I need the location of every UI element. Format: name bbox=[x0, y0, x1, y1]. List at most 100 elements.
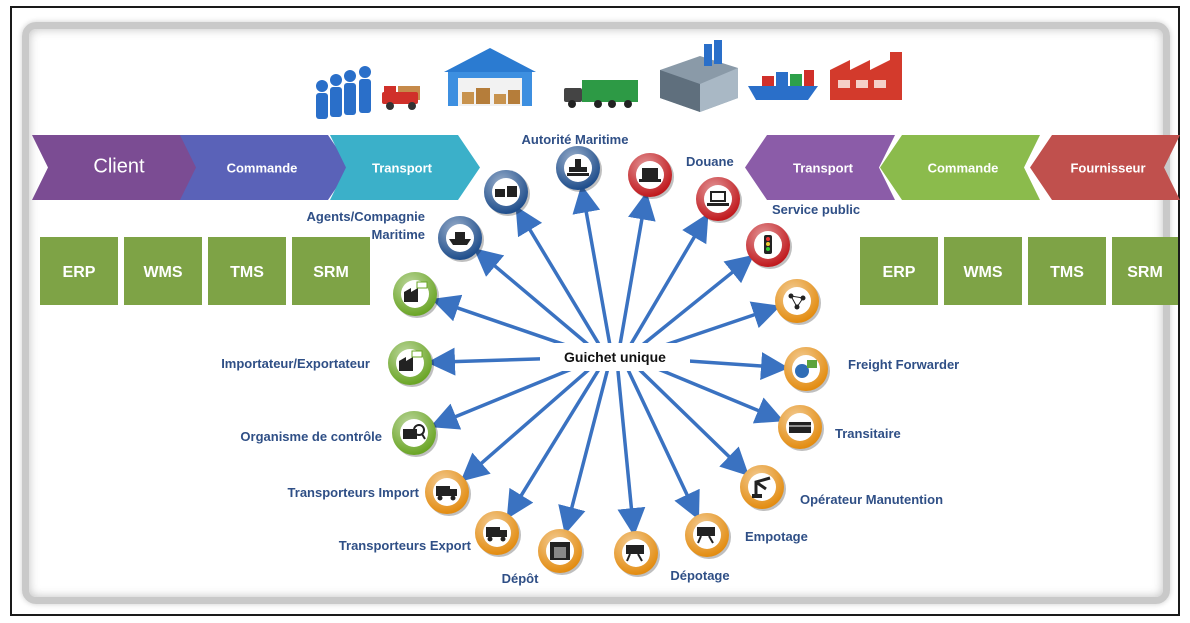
node-operateur-manutention: Opérateur Manutention bbox=[740, 465, 943, 511]
chevron-shape bbox=[32, 135, 212, 200]
system-box bbox=[944, 237, 1022, 305]
right-chain-commande: Commande bbox=[880, 135, 1040, 200]
laptop-icon bbox=[696, 177, 742, 223]
center-box bbox=[540, 343, 690, 371]
arrow-5 bbox=[473, 248, 594, 350]
arrow-10 bbox=[429, 360, 590, 430]
left-system-wms: WMS bbox=[124, 237, 202, 305]
arrow-13 bbox=[634, 365, 750, 476]
chevron-label: Transport bbox=[372, 161, 433, 176]
node-label: Service public bbox=[772, 202, 860, 217]
node-label: Opérateur Manutention bbox=[800, 492, 943, 507]
node-empotage: Empotage bbox=[685, 513, 808, 559]
ship-truck-icon bbox=[484, 170, 530, 216]
people-icon bbox=[316, 66, 371, 119]
right-system-wms: WMS bbox=[944, 237, 1022, 305]
left-system-srm: SRM bbox=[292, 237, 370, 305]
node-service-public: Service public bbox=[746, 202, 860, 269]
arrow-12 bbox=[460, 364, 595, 482]
arrow-15 bbox=[626, 368, 700, 521]
node-label: Freight Forwarder bbox=[848, 357, 959, 372]
truck-icon bbox=[425, 470, 471, 516]
node-label: Douane bbox=[686, 154, 734, 169]
right-system-srm: SRM bbox=[1112, 237, 1178, 305]
arrow-16 bbox=[558, 370, 610, 535]
node-douane: Douane bbox=[628, 153, 734, 199]
center-label: Guichet unique bbox=[564, 349, 666, 365]
container-truck-icon bbox=[564, 80, 638, 108]
arrow-2 bbox=[618, 191, 656, 344]
node-label: Dépotage bbox=[670, 568, 729, 583]
chevron-shape bbox=[745, 135, 895, 200]
customs-stamp-icon bbox=[556, 146, 602, 192]
arrow-3 bbox=[628, 213, 709, 347]
system-label: WMS bbox=[143, 264, 182, 281]
system-label: ERP bbox=[883, 264, 916, 281]
node-autorite-maritime: Autorité Maritime bbox=[522, 132, 629, 192]
right-chain-fournisseur: Fournisseur bbox=[1030, 135, 1180, 200]
customs-computer-icon bbox=[628, 153, 674, 199]
node-transporteurs-import: Transporteurs Import bbox=[288, 470, 471, 516]
top-icons-row bbox=[316, 40, 902, 119]
chevron-shape bbox=[180, 135, 350, 200]
node-depotage: Dépotage bbox=[614, 531, 730, 583]
system-box bbox=[1028, 237, 1106, 305]
delivery-truck-icon bbox=[382, 86, 420, 110]
right-chain-transport: Transport bbox=[745, 135, 895, 200]
system-box bbox=[124, 237, 202, 305]
node-label: Transporteurs Import bbox=[288, 485, 420, 500]
process-chains: Client Commande Transport Transport Commande… bbox=[32, 135, 1180, 200]
warehouse-icon bbox=[538, 529, 584, 575]
node-label: Importateur/Exportateur bbox=[221, 356, 370, 371]
forklift-container-icon bbox=[685, 513, 731, 559]
node-transporteurs-export: Transporteurs Export bbox=[339, 511, 521, 557]
left-chain-commande: Commande bbox=[180, 135, 350, 200]
node-unlabeled-3 bbox=[696, 177, 742, 223]
system-box bbox=[1112, 237, 1178, 305]
left-chain-transport: Transport bbox=[330, 135, 480, 200]
factory-message-icon bbox=[393, 272, 439, 318]
arrow-0 bbox=[572, 184, 612, 344]
traffic-light-icon bbox=[746, 223, 792, 269]
node-unlabeled-1 bbox=[484, 170, 530, 216]
node-label: Organisme de contrôle bbox=[240, 429, 382, 444]
ship-agent-icon bbox=[438, 216, 484, 262]
truck-icon bbox=[475, 511, 521, 557]
chevron-label: Commande bbox=[227, 161, 298, 176]
building-icon bbox=[660, 40, 738, 112]
arrow-11 bbox=[640, 360, 785, 424]
globe-exchange-icon bbox=[784, 347, 830, 393]
container-icon bbox=[778, 405, 824, 451]
cargo-ship-icon bbox=[748, 70, 818, 100]
node-label: Empotage bbox=[745, 529, 808, 544]
node-unlabeled-6 bbox=[393, 272, 439, 318]
right-system-erp: ERP bbox=[860, 237, 938, 305]
chevron-label: Transport bbox=[793, 161, 854, 176]
system-label: SRM bbox=[1127, 264, 1163, 281]
chevron-label: Commande bbox=[928, 161, 999, 176]
inspection-icon bbox=[392, 411, 438, 457]
chevron-shape bbox=[1030, 135, 1180, 200]
network-icon bbox=[775, 279, 821, 325]
chevron-shape bbox=[330, 135, 480, 200]
system-label: TMS bbox=[230, 264, 264, 281]
node-label: Transitaire bbox=[835, 426, 901, 441]
factory-icon bbox=[830, 52, 902, 100]
system-label: ERP bbox=[63, 264, 96, 281]
node-label: Dépôt bbox=[502, 571, 540, 586]
arrows bbox=[426, 184, 790, 537]
left-system-erp: ERP bbox=[40, 237, 118, 305]
node-label: Autorité Maritime bbox=[522, 132, 629, 147]
left-chain-client: Client bbox=[32, 135, 212, 200]
forklift-container-icon bbox=[614, 531, 660, 577]
chevron-shape bbox=[880, 135, 1040, 200]
system-label: WMS bbox=[963, 264, 1002, 281]
arrow-4 bbox=[636, 254, 755, 351]
node-transitaire: Transitaire bbox=[778, 405, 901, 451]
outer-frame bbox=[10, 6, 1180, 616]
